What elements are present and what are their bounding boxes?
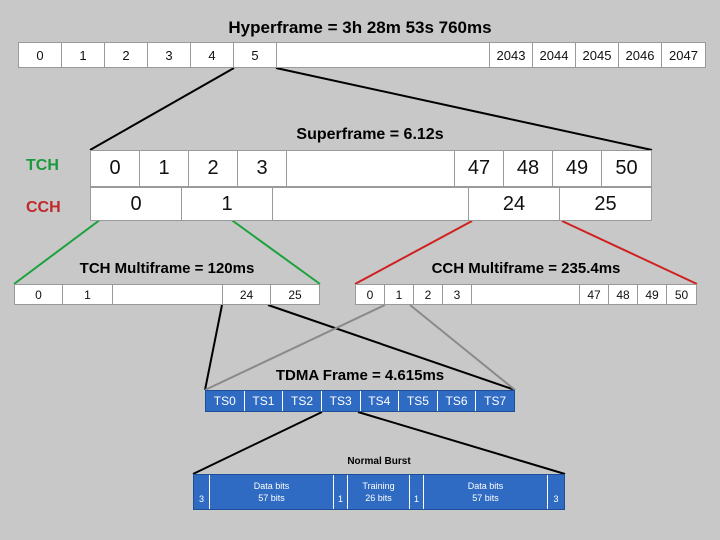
tdma-title: TDMA Frame = 4.615ms <box>275 367 445 384</box>
tch-multiframe-row: 0 1 24 25 <box>14 284 320 305</box>
tch-multiframe-cell: 1 <box>63 285 113 304</box>
tdma-slot: TS5 <box>399 391 438 411</box>
superframe-cch-cell: 1 <box>182 188 273 220</box>
superframe-tch-row: 0 1 2 3 47 48 49 50 <box>90 150 652 187</box>
tch-multiframe-title: TCH Multiframe = 120ms <box>79 260 255 277</box>
cch-multiframe-cell: 1 <box>385 285 414 304</box>
superframe-cch-cell: 24 <box>469 188 560 220</box>
connector-line <box>204 304 223 391</box>
connector-line <box>354 220 473 285</box>
burst-title: Normal Burst <box>347 456 411 467</box>
tch-multiframe-cell: 25 <box>288 287 302 302</box>
connector-line <box>204 304 386 391</box>
burst-field-training: Training 26 bits <box>348 475 410 509</box>
superframe-title: Superframe = 6.12s <box>296 126 444 143</box>
burst-field-line1: Training <box>362 481 395 491</box>
hyperframe-row: 0 1 2 3 4 5 2043 2044 2045 2046 2047 <box>18 42 706 68</box>
connector-line <box>357 411 566 475</box>
tdma-slot: TS3 <box>322 391 361 411</box>
tdma-slot: TS2 <box>283 391 322 411</box>
tdma-row: TS0 TS1 TS2 TS3 TS4 TS5 TS6 TS7 <box>205 390 515 412</box>
cch-multiframe-cell: 48 <box>609 285 638 304</box>
tdma-slot: TS1 <box>245 391 284 411</box>
tch-multiframe-gap <box>113 285 223 304</box>
hyperframe-cell: 3 <box>148 43 191 67</box>
burst-field-line1: 1 <box>337 494 343 504</box>
superframe-tch-gap <box>287 151 455 186</box>
hyperframe-cell: 1 <box>62 43 105 67</box>
hyperframe-cell: 5 <box>234 43 277 67</box>
connector-line <box>89 67 235 151</box>
superframe-cch-cell: 0 <box>91 188 182 220</box>
hyperframe-cell: 4 <box>191 43 234 67</box>
superframe-tch-cell: 1 <box>140 151 189 186</box>
cch-multiframe-cell: 2 <box>414 285 443 304</box>
cch-multiframe-cell: 0 <box>356 285 385 304</box>
cch-multiframe-cell: 49 <box>638 285 667 304</box>
superframe-tch-cell: 48 <box>504 151 553 186</box>
connector-line <box>409 304 516 391</box>
burst-field-line1: 1 <box>413 494 419 504</box>
burst-field-line2: 57 bits <box>472 493 499 503</box>
burst-field-tail: 3 <box>194 475 210 509</box>
burst-field-line1: Data bits <box>467 481 504 491</box>
cch-multiframe-title: CCH Multiframe = 235.4ms <box>431 260 621 277</box>
burst-field-line1: Data bits <box>253 481 290 491</box>
cch-multiframe-cell: 3 <box>443 285 472 304</box>
hyperframe-cell: 2046 <box>619 43 662 67</box>
superframe-tch-cell: 50 <box>615 157 638 179</box>
connector-line <box>275 67 653 151</box>
burst-field-line2: 57 bits <box>258 493 285 503</box>
superframe-cch-gap <box>273 188 469 220</box>
superframe-tch-cell: 47 <box>455 151 504 186</box>
connector-line <box>267 304 516 391</box>
tdma-slot: TS0 <box>206 391 245 411</box>
burst-field-data: Data bits 57 bits <box>424 475 548 509</box>
tdma-slot: TS4 <box>361 391 400 411</box>
tch-label: TCH <box>26 157 59 174</box>
burst-field-flag: 1 <box>334 475 348 509</box>
superframe-cch-row: 0 1 24 25 <box>90 187 652 221</box>
hyperframe-cell: 2047 <box>669 47 698 63</box>
tch-multiframe-cell: 24 <box>223 285 271 304</box>
cch-multiframe-cell: 47 <box>580 285 609 304</box>
superframe-tch-cell: 2 <box>189 151 238 186</box>
hyperframe-cell: 2 <box>105 43 148 67</box>
hyperframe-gap <box>277 43 490 67</box>
cch-multiframe-row: 0 1 2 3 47 48 49 50 <box>355 284 697 305</box>
burst-field-line2: 26 bits <box>365 493 392 503</box>
hyperframe-title: Hyperframe = 3h 28m 53s 760ms <box>228 18 492 37</box>
cch-multiframe-cell: 50 <box>674 287 689 302</box>
tch-multiframe-cell: 0 <box>15 285 63 304</box>
hyperframe-cell: 2044 <box>533 43 576 67</box>
hyperframe-cell: 2043 <box>490 43 533 67</box>
burst-field-tail: 3 <box>548 475 564 509</box>
superframe-cch-cell: 25 <box>594 192 617 215</box>
hyperframe-cell: 2045 <box>576 43 619 67</box>
burst-field-data: Data bits 57 bits <box>210 475 334 509</box>
connector-line <box>561 220 698 285</box>
superframe-tch-cell: 49 <box>553 151 602 186</box>
burst-field-flag: 1 <box>410 475 424 509</box>
superframe-tch-cell: 0 <box>91 151 140 186</box>
superframe-tch-cell: 3 <box>238 151 287 186</box>
burst-field-line1: 3 <box>553 494 559 504</box>
tdma-slot: TS7 <box>484 394 507 408</box>
cch-multiframe-gap <box>472 285 580 304</box>
cch-label: CCH <box>26 199 61 216</box>
connector-line <box>192 411 323 475</box>
burst-row: 3 Data bits 57 bits 1 Training 26 bits 1… <box>193 474 565 510</box>
burst-field-line1: 3 <box>198 494 204 504</box>
tdma-slot: TS6 <box>438 391 477 411</box>
hyperframe-cell: 0 <box>19 43 62 67</box>
